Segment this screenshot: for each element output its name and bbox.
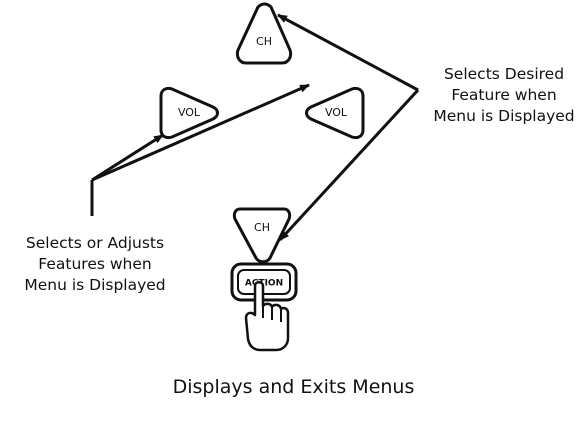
ch-down-button[interactable]: CH <box>232 207 292 264</box>
action-label: ACTION <box>245 279 283 289</box>
ch-up-button[interactable]: CH <box>235 2 293 65</box>
right-pointer-lines <box>277 13 420 242</box>
caption-displays-and-exits-menus: Displays and Exits Menus <box>0 375 587 399</box>
action-button[interactable]: ACTION <box>230 262 298 302</box>
caption-right-line-3: Menu is Displayed <box>433 107 575 125</box>
caption-right-line-2: Feature when <box>451 86 557 104</box>
caption-selects-or-adjusts: Selects or Adjusts Features when Menu is… <box>0 233 190 296</box>
left-pointer-lines <box>90 83 310 216</box>
caption-right-line-1: Selects Desired <box>443 65 565 83</box>
vol-right-label: VOL <box>325 106 348 119</box>
caption-selects-desired-feature: Selects Desired Feature when Menu is Dis… <box>418 64 587 127</box>
caption-left-line-1: Selects or Adjusts <box>25 234 165 252</box>
caption-bottom-text: Displays and Exits Menus <box>172 376 415 398</box>
ch-down-label: CH <box>254 221 270 234</box>
vol-right-button[interactable]: VOL <box>305 86 365 140</box>
caption-left-line-3: Menu is Displayed <box>24 276 166 294</box>
caption-left-line-2: Features when <box>38 255 152 273</box>
ch-up-label: CH <box>256 35 272 48</box>
pressing-hand-icon <box>244 281 290 352</box>
vol-left-label: VOL <box>178 106 201 119</box>
